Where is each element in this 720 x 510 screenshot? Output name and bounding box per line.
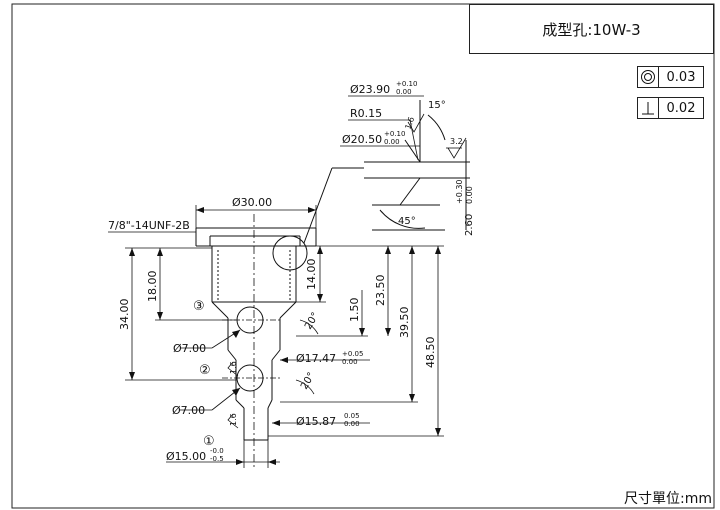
dim-d1500: Ø15.00 — [166, 450, 206, 463]
port-3-label: ③ — [193, 299, 205, 314]
roughness-32: 3.2 — [450, 137, 463, 146]
dim-d2050-tol-lo: 0.00 — [384, 138, 400, 146]
dim-v260-tol-up: +0.30 — [455, 179, 464, 204]
dim-v3950: 39.50 — [398, 307, 411, 339]
dim-v260: 2.60 — [464, 214, 475, 236]
angle-20a: 20° — [303, 311, 321, 332]
dim-d1587-tol-up: 0.05 — [344, 412, 360, 420]
concentricity-icon — [638, 67, 659, 87]
perpendicularity-tolerance: 0.02 — [637, 97, 704, 119]
dim-d1747-tol-up: +0.05 — [342, 350, 363, 358]
dim-v2350: 23.50 — [374, 275, 387, 307]
dim-d2050-tol-up: +0.10 — [384, 130, 405, 138]
dim-d1500-tol-up: -0.0 — [210, 447, 224, 455]
dim-d700a: Ø7.00 — [173, 342, 206, 355]
dim-d2390-tol-up: +0.10 — [396, 80, 417, 88]
roughness-16a: 1.6 — [403, 116, 416, 131]
dim-v1800: 18.00 — [146, 271, 159, 303]
thread-label: 7/8"-14UNF-2B — [108, 219, 190, 232]
angle-45: 45° — [398, 216, 416, 227]
dim-d1587: Ø15.87 — [296, 415, 336, 428]
detail-view — [364, 100, 470, 231]
part-outline — [195, 167, 364, 441]
concentricity-tolerance: 0.03 — [637, 66, 704, 88]
dim-d30: Ø30.00 — [232, 196, 272, 209]
dim-v1400: 14.00 — [305, 259, 318, 291]
arrowheads — [129, 207, 441, 465]
perpendicularity-icon — [638, 98, 659, 118]
dim-d2390: Ø23.90 — [350, 83, 390, 96]
dim-d700b: Ø7.00 — [172, 404, 205, 417]
roughness-16c: 1.6 — [229, 413, 238, 426]
concentricity-value: 0.03 — [666, 69, 696, 85]
perpendicularity-value: 0.02 — [666, 100, 696, 116]
drawing-frame — [11, 3, 715, 509]
dim-v260-tol-lo: 0.00 — [465, 186, 474, 204]
dim-v4850: 48.50 — [424, 337, 437, 369]
port-2-label: ② — [199, 363, 211, 378]
dim-r015: R0.15 — [350, 107, 382, 120]
dim-d2050: Ø20.50 — [342, 133, 382, 146]
roughness-16b: 1.6 — [229, 361, 238, 374]
port-1-label: ① — [203, 434, 215, 449]
angle-15: 15° — [428, 100, 446, 111]
units-label: 尺寸單位:mm — [624, 491, 712, 507]
dim-d1747: Ø17.47 — [296, 352, 336, 365]
dim-d1500-tol-lo: -0.5 — [210, 455, 224, 463]
angle-20b: 20° — [299, 371, 317, 392]
dimension-lines — [108, 95, 444, 468]
drawing-title: 成型孔:10W-3 — [542, 20, 641, 39]
title-block: 成型孔:10W-3 — [469, 4, 714, 54]
roughness-symbols — [227, 113, 467, 429]
dim-v3400: 34.00 — [118, 299, 131, 331]
dim-d2390-tol-lo: 0.00 — [396, 88, 412, 96]
dim-d1747-tol-lo: 0.00 — [342, 358, 358, 366]
dim-v150: 1.50 — [348, 298, 361, 323]
dim-d1587-tol-lo: 0.00 — [344, 420, 360, 428]
